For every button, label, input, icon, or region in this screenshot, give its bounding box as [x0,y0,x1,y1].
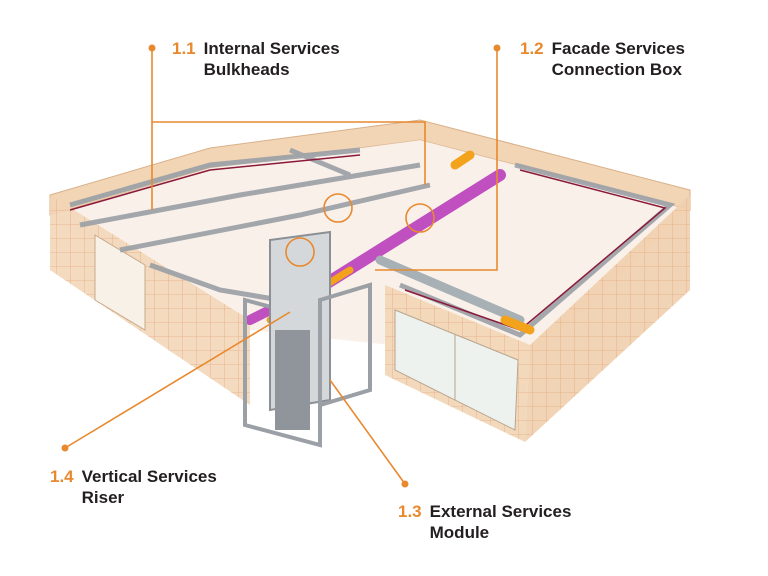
bulkhead-trim [69,154,667,331]
vertical-riser [243,230,372,448]
sliding-door [394,309,519,431]
bulkhead-frames [69,147,676,338]
leader-dots [61,44,501,488]
leader-lines [64,48,498,485]
left-window [94,234,146,331]
